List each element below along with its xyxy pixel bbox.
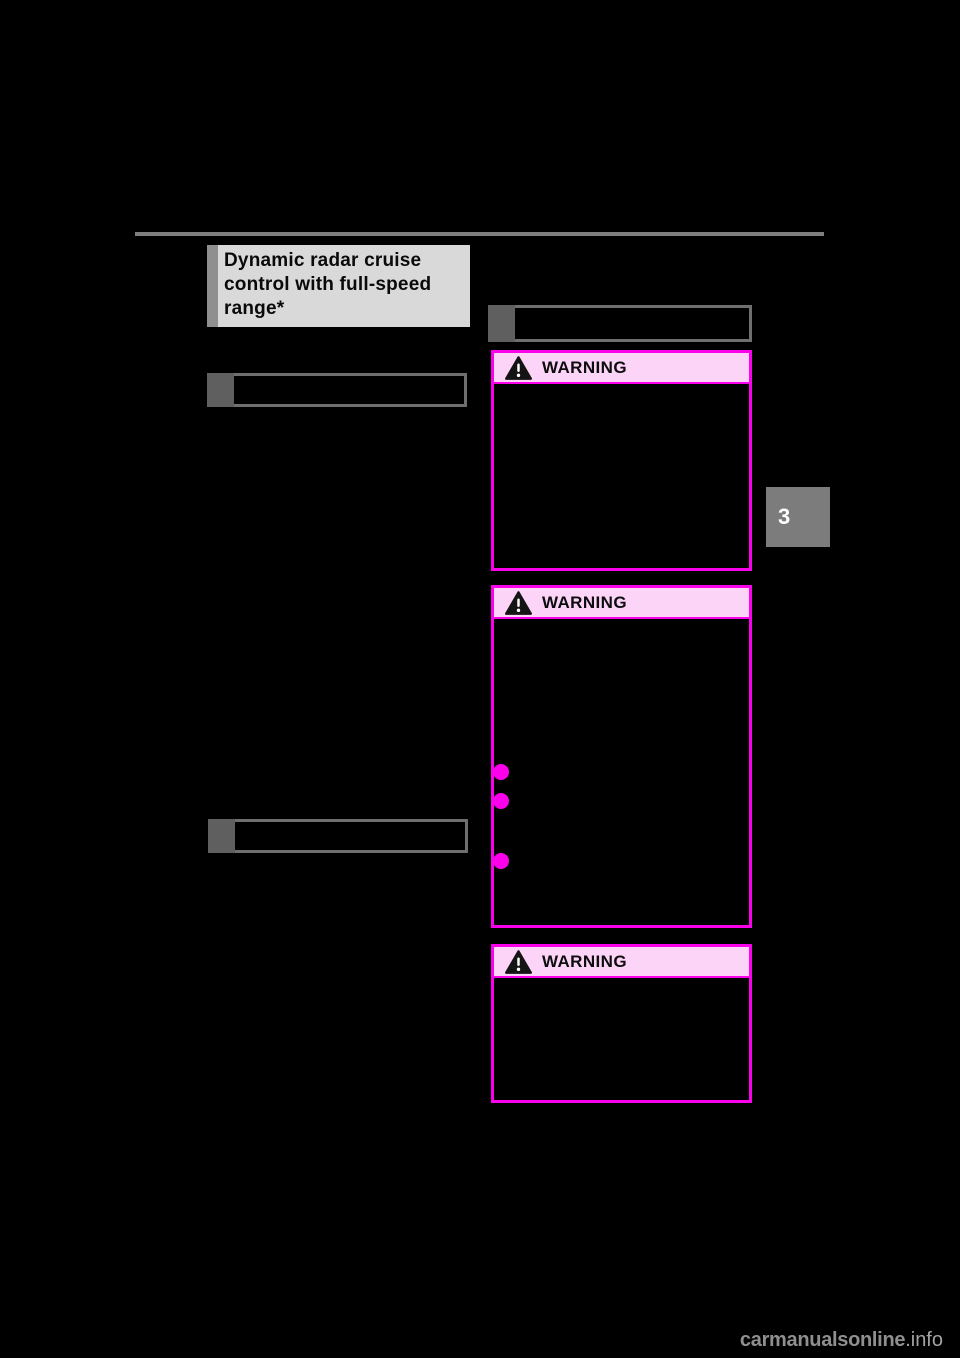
subheader-bar-right bbox=[488, 305, 752, 342]
warning-box-2: WARNING bbox=[491, 585, 752, 928]
title-box-edge-strip bbox=[207, 245, 218, 327]
warning-label: WARNING bbox=[542, 357, 627, 377]
subheader-marker-square bbox=[207, 373, 234, 407]
chapter-number: 3 bbox=[778, 504, 791, 529]
page-title: Dynamic radar cruise control with full-s… bbox=[224, 250, 432, 319]
watermark: carmanualsonline.info bbox=[740, 1329, 943, 1352]
warning-box-1: WARNING bbox=[491, 350, 752, 571]
warning-box-3: WARNING bbox=[491, 944, 752, 1103]
subheader-marker-square bbox=[488, 305, 515, 342]
bullet-dot-icon bbox=[493, 853, 509, 869]
warning-header: WARNING bbox=[494, 588, 749, 619]
section-title-box: Dynamic radar cruise control with full-s… bbox=[207, 245, 470, 327]
watermark-tld: .info bbox=[905, 1329, 943, 1351]
warning-triangle-icon bbox=[505, 355, 532, 380]
warning-triangle-icon bbox=[505, 949, 532, 974]
watermark-site: carmanualsonline bbox=[739, 1329, 906, 1351]
subheader-bar-left-2 bbox=[208, 819, 468, 853]
warning-header: WARNING bbox=[494, 947, 749, 978]
bullet-dot-icon bbox=[493, 793, 509, 809]
warning-triangle-icon bbox=[505, 590, 532, 615]
warning-header: WARNING bbox=[494, 353, 749, 384]
subheader-marker-square bbox=[208, 819, 235, 853]
subheader-bar-left-1 bbox=[207, 373, 467, 407]
warning-label: WARNING bbox=[542, 951, 627, 971]
page-top-rule bbox=[135, 232, 824, 236]
bullet-dot-icon bbox=[493, 764, 509, 780]
chapter-tab: 3 bbox=[766, 487, 830, 547]
warning-label: WARNING bbox=[542, 592, 627, 612]
